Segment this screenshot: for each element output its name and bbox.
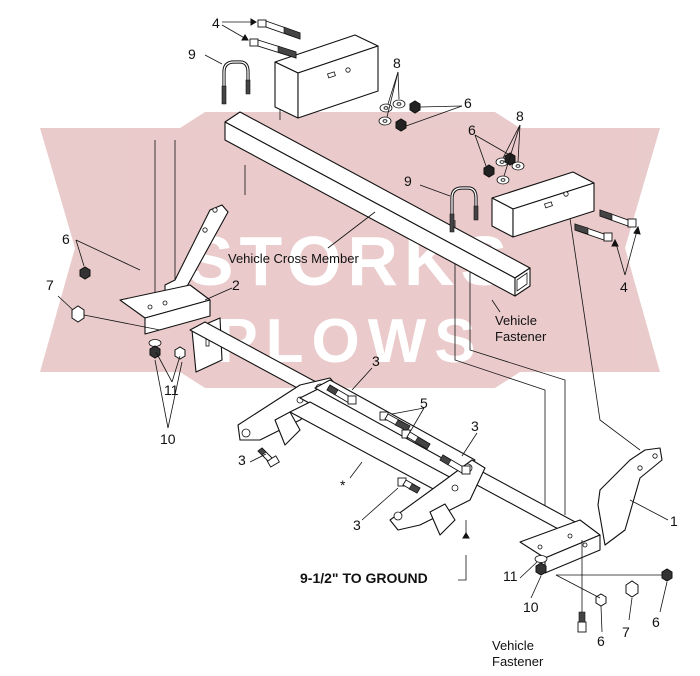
bolts-5 — [379, 411, 431, 450]
callout-3b: 3 — [471, 418, 479, 434]
callout-6e: 6 — [652, 614, 660, 630]
right-hardware — [534, 540, 673, 633]
callout-9a: 9 — [188, 46, 196, 62]
callout-7b: 7 — [622, 624, 630, 640]
bolt-4-right-b — [574, 223, 613, 242]
nuts-6-right — [483, 152, 516, 178]
bolt-4-upper-a — [257, 19, 301, 40]
callout-2: 2 — [232, 277, 240, 293]
ground-dimension — [458, 520, 470, 581]
upper-left-receiver-tube — [274, 34, 379, 119]
callout-10a: 10 — [160, 431, 176, 447]
u-bolt-9-right — [449, 186, 479, 233]
callout-5: 5 — [420, 395, 428, 411]
bolt-4-right-a — [599, 209, 637, 228]
asterisk-marker: * — [340, 477, 346, 493]
callout-6d: 6 — [597, 633, 605, 649]
alignment-lines — [154, 105, 641, 520]
vehicle-cross-member-label: Vehicle Cross Member — [228, 251, 359, 266]
callout-7a: 7 — [46, 277, 54, 293]
text-labels: Vehicle Cross Member Vehicle Fastener Ve… — [228, 251, 547, 669]
vehicle-fastener-lower-line2: Fastener — [492, 654, 544, 669]
bolt-3-c — [439, 454, 471, 475]
ground-height-label: 9-1/2" TO GROUND — [300, 570, 428, 586]
u-bolt-9-left — [221, 60, 251, 105]
leader-lines — [57, 18, 669, 633]
callout-3a: 3 — [372, 353, 380, 369]
callout-11a: 11 — [164, 382, 179, 398]
vehicle-fastener-upper-line2: Fastener — [495, 329, 547, 344]
bolt-3-b — [326, 384, 357, 405]
callout-10b: 10 — [523, 599, 539, 615]
callout-4a: 4 — [212, 15, 220, 31]
upper-right-receiver-tube — [491, 171, 595, 238]
callout-8a: 8 — [393, 55, 401, 71]
callout-3c: 3 — [238, 452, 246, 468]
bolt-4-upper-b — [249, 38, 297, 59]
vehicle-cross-member — [224, 111, 531, 297]
vehicle-fastener-lower-line1: Vehicle — [492, 638, 534, 653]
left-hardware — [71, 266, 186, 360]
callout-4b: 4 — [620, 279, 628, 295]
callout-9b: 9 — [404, 173, 412, 189]
bolt-3-a — [257, 447, 280, 468]
callout-11b: 11 — [503, 568, 518, 584]
watermark: STORKS PLOWS — [40, 112, 660, 388]
callout-3d: 3 — [353, 517, 361, 533]
callout-6c: 6 — [62, 231, 70, 247]
right-mount-bracket — [519, 447, 663, 574]
nuts-6-left — [395, 100, 421, 132]
callout-6b: 6 — [468, 122, 476, 138]
callout-6a: 6 — [464, 95, 472, 111]
vehicle-fastener-upper-line1: Vehicle — [495, 313, 537, 328]
bolt-3-d — [397, 477, 421, 494]
callout-1: 1 — [670, 513, 678, 529]
callout-8b: 8 — [516, 108, 524, 124]
callout-numbers: 1 2 3 3 3 3 4 4 5 6 6 6 6 6 7 7 8 8 9 9 … — [46, 15, 678, 649]
